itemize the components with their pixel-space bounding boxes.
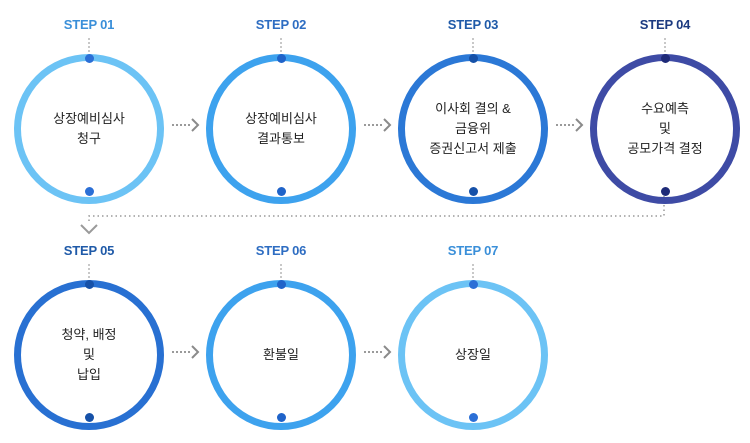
step-text-line: 납입 <box>77 367 101 382</box>
step-ring: 상장일 <box>398 280 548 430</box>
step-text-line: 수요예측 <box>641 101 689 116</box>
step-03: STEP 03 이사회 결의 & 금융위 증권신고서 제출 <box>398 0 548 210</box>
arrow-step-05-06 <box>172 344 202 360</box>
step-text-line: 및 <box>83 347 95 362</box>
arrow-step-03-04 <box>556 117 586 133</box>
step-06: STEP 06 환불일 <box>206 226 356 443</box>
step-text-line: 청구 <box>77 131 101 146</box>
chevron-right-icon <box>383 345 392 359</box>
ring-bottom-node <box>277 413 286 422</box>
chevron-right-icon <box>575 118 584 132</box>
step-07: STEP 07 상장일 <box>398 226 548 443</box>
ring-bottom-node <box>661 187 670 196</box>
step-text-line: 상장예비심사 <box>245 111 317 126</box>
arrow-step-06-07 <box>364 344 394 360</box>
step-ring: 환불일 <box>206 280 356 430</box>
step-text: 환불일 <box>213 287 349 423</box>
step-01: STEP 01 상장예비심사 청구 <box>14 0 164 210</box>
step-label: STEP 04 <box>639 17 691 32</box>
arrow-step-01-02 <box>172 117 202 133</box>
ring-top-node <box>469 54 478 63</box>
step-ring: 수요예측 및 공모가격 결정 <box>590 54 740 204</box>
chevron-right-icon <box>383 118 392 132</box>
step-dots <box>472 38 474 52</box>
ring-bottom-node <box>85 413 94 422</box>
step-label: STEP 06 <box>255 243 307 258</box>
step-label: STEP 05 <box>63 243 115 258</box>
step-text: 이사회 결의 & 금융위 증권신고서 제출 <box>405 61 541 197</box>
step-text-line: 증권신고서 제출 <box>429 141 517 156</box>
arrow-step-02-03 <box>364 117 394 133</box>
ring-bottom-node <box>277 187 286 196</box>
step-label: STEP 01 <box>63 17 115 32</box>
ring-bottom-node <box>469 187 478 196</box>
step-text: 상장일 <box>405 287 541 423</box>
step-dots <box>88 38 90 52</box>
step-label: STEP 02 <box>255 17 307 32</box>
chevron-right-icon <box>191 118 200 132</box>
ring-top-node <box>661 54 670 63</box>
step-ring: 청약, 배정 및 납입 <box>14 280 164 430</box>
step-label: STEP 03 <box>447 17 499 32</box>
step-ring: 이사회 결의 & 금융위 증권신고서 제출 <box>398 54 548 204</box>
step-dots <box>280 264 282 278</box>
chevron-right-icon <box>191 345 200 359</box>
step-ring: 상장예비심사 결과통보 <box>206 54 356 204</box>
step-dots <box>88 264 90 278</box>
ring-bottom-node <box>85 187 94 196</box>
step-text: 상장예비심사 청구 <box>21 61 157 197</box>
step-label: STEP 07 <box>447 243 499 258</box>
step-dots <box>664 38 666 52</box>
step-text-line: 및 <box>659 121 671 136</box>
step-text-line: 상장예비심사 <box>53 111 125 126</box>
ring-bottom-node <box>469 413 478 422</box>
step-05: STEP 05 청약, 배정 및 납입 <box>14 226 164 443</box>
step-text: 수요예측 및 공모가격 결정 <box>597 61 733 197</box>
step-text-line: 금융위 <box>455 121 491 136</box>
step-text-line: 상장일 <box>455 347 491 362</box>
ring-top-node <box>277 54 286 63</box>
ring-top-node <box>85 54 94 63</box>
step-text: 상장예비심사 결과통보 <box>213 61 349 197</box>
step-text-line: 결과통보 <box>257 131 305 146</box>
ring-top-node <box>85 280 94 289</box>
step-dots <box>472 264 474 278</box>
step-text-line: 이사회 결의 & <box>435 101 511 116</box>
step-dots <box>280 38 282 52</box>
step-ring: 상장예비심사 청구 <box>14 54 164 204</box>
step-text-line: 청약, 배정 <box>61 327 117 342</box>
step-text-line: 환불일 <box>263 347 299 362</box>
step-text: 청약, 배정 및 납입 <box>21 287 157 423</box>
step-04: STEP 04 수요예측 및 공모가격 결정 <box>590 0 740 210</box>
step-02: STEP 02 상장예비심사 결과통보 <box>206 0 356 210</box>
step-text-line: 공모가격 결정 <box>627 141 703 156</box>
ring-top-node <box>469 280 478 289</box>
ring-top-node <box>277 280 286 289</box>
